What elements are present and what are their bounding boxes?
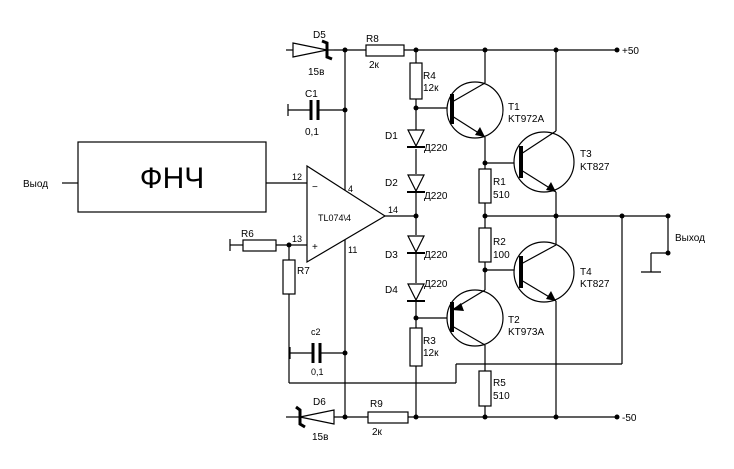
r2-ref: R2	[493, 237, 506, 248]
d5-ref: D5	[313, 30, 326, 41]
t1-ref: T1	[508, 102, 520, 113]
r1-value: 510	[493, 190, 510, 201]
transistor-t4	[513, 241, 575, 303]
opamp-pin-4: 4	[348, 184, 353, 194]
resistor-r8	[365, 44, 405, 57]
capacitor-c2	[311, 343, 322, 363]
d3-ref: D3	[385, 250, 398, 261]
resistor-r6	[242, 239, 277, 252]
output-terminal	[665, 213, 671, 219]
r9-ref: R9	[370, 399, 383, 410]
t2-ref: T2	[508, 315, 520, 326]
r4-ref: R4	[423, 71, 436, 82]
input-label: Выод	[23, 179, 48, 190]
positive-rail-terminal	[614, 47, 620, 53]
d2-value: Д220	[424, 191, 448, 202]
d5-value: 15в	[308, 67, 324, 78]
d3-value: Д220	[424, 250, 448, 261]
t3-ref: T3	[580, 149, 592, 160]
r8-ref: R8	[366, 34, 379, 45]
d2-ref: D2	[385, 178, 398, 189]
transistor-t1	[446, 81, 504, 139]
diode-d3	[407, 235, 425, 254]
opamp-minus-sign: −	[312, 182, 318, 193]
r6-ref: R6	[241, 229, 254, 240]
t1-value: KT972A	[508, 114, 544, 125]
filter-label: ФНЧ	[140, 162, 204, 195]
r8-value: 2к	[369, 60, 380, 71]
resistor-r7	[282, 259, 296, 295]
t2-value: KT973A	[508, 327, 544, 338]
resistor-r5	[478, 370, 492, 407]
resistor-r9	[367, 411, 409, 424]
negative-rail-label: -50	[622, 413, 637, 424]
r5-ref: R5	[493, 378, 506, 389]
positive-rail-label: +50	[622, 46, 639, 57]
output-label: Выход	[675, 233, 705, 244]
opamp-pin-14: 14	[388, 205, 398, 215]
transistor-t3	[513, 130, 575, 193]
r1-ref: R1	[493, 177, 506, 188]
r5-value: 510	[493, 391, 510, 402]
transistor-t2	[446, 289, 504, 347]
opamp-name: TL074\4	[318, 213, 351, 223]
diode-d1	[407, 129, 425, 148]
t4-ref: T4	[580, 267, 592, 278]
c1-value: 0,1	[305, 127, 319, 138]
t4-value: KT827	[580, 279, 610, 290]
c1-ref: C1	[305, 89, 318, 100]
t3-value: KT827	[580, 162, 610, 173]
r3-value: 12к	[423, 348, 439, 359]
resistor-r2	[478, 227, 492, 263]
r4-value: 12к	[423, 83, 439, 94]
resistor-r4	[409, 62, 423, 100]
ground-terminal	[665, 250, 671, 256]
resistor-r3	[409, 327, 423, 367]
d1-ref: D1	[385, 131, 398, 142]
opamp-pin-11: 11	[348, 245, 357, 255]
zener-d5	[292, 39, 334, 61]
r7-ref: R7	[297, 266, 310, 277]
r3-ref: R3	[423, 336, 436, 347]
resistor-r1	[478, 168, 492, 204]
c2-value: 0,1	[311, 367, 324, 377]
r2-value: 100	[493, 250, 510, 261]
d6-ref: D6	[313, 397, 326, 408]
opamp-plus-sign: +	[312, 242, 318, 253]
wires	[62, 49, 669, 418]
d6-value: 15в	[312, 432, 328, 443]
junction-dots	[286, 47, 671, 420]
opamp-pin-13: 13	[292, 234, 302, 244]
lowpass-filter-block: ФНЧ	[77, 141, 267, 213]
r9-value: 2к	[372, 427, 383, 438]
zener-d6	[293, 405, 335, 429]
opamp-pin-12: 12	[292, 172, 302, 182]
d1-value: Д220	[424, 143, 448, 154]
capacitor-c1	[309, 100, 320, 120]
d4-value: Д220	[424, 279, 448, 290]
opamp: − + TL074\4 12 13 14 4 11	[292, 164, 398, 264]
diode-d4	[407, 283, 425, 302]
c2-ref: c2	[311, 327, 321, 337]
negative-rail-terminal	[614, 414, 620, 420]
diode-d2	[407, 174, 425, 193]
d4-ref: D4	[385, 285, 398, 296]
